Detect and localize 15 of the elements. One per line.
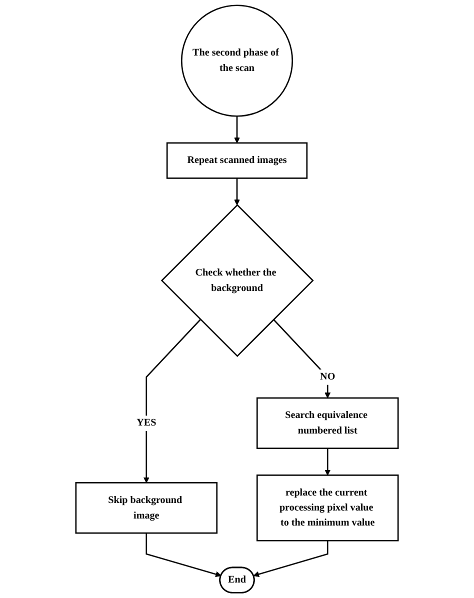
node-box: replace the current processing pixel value to the minimum value [256,474,399,542]
node-box: Skip background image [75,482,218,534]
node-circle: The second phase of the scan [180,4,294,117]
node-box: Search equivalence numbered list [256,397,399,449]
arrow [253,540,328,578]
node-box: Repeat scanned images [166,142,308,179]
arrow [324,448,331,476]
arrow [143,319,201,483]
edge-label: NO [320,371,336,382]
edge-label: YES [136,418,156,428]
arrow [273,319,331,398]
arrow [146,533,222,578]
arrow [234,116,240,144]
arrow [234,178,240,206]
node-diamond: Check whether the background [160,204,314,357]
